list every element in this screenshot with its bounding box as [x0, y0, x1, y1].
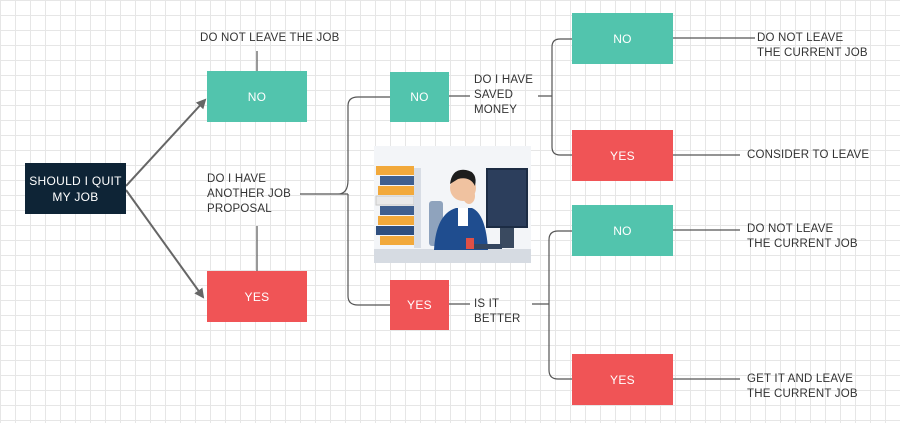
leaf-b-no-label: NO: [613, 223, 632, 238]
leaf-a-yes-outcome: CONSIDER TO LEAVE: [747, 149, 870, 161]
connector-money-branch: [538, 38, 572, 156]
root-label: SHOULD I QUIT MY JOB: [29, 173, 122, 204]
level2-no-node: NO: [390, 72, 449, 122]
level2-no-label: NO: [410, 90, 429, 104]
level2-no-question: DO I HAVE SAVED MONEY: [474, 74, 534, 116]
level2-yes-question: IS IT BETTER: [474, 298, 521, 325]
level1-question: DO I HAVE ANOTHER JOB PROPOSAL: [207, 173, 291, 215]
level1-yes-label: YES: [244, 289, 270, 304]
binder-stack: [375, 166, 421, 248]
level1-no-node: NO: [207, 71, 307, 122]
level2-yes-label: YES: [407, 298, 432, 312]
leaf-a-no-outcome: DO NOT LEAVE THE CURRENT JOB: [757, 32, 868, 59]
leaf-b-yes-outcome: GET IT AND LEAVE THE CURRENT JOB: [747, 373, 858, 400]
leaf-b-yes-label: YES: [610, 372, 635, 387]
leaf-a-yes-node: YES: [572, 130, 673, 181]
connector-better-branch: [532, 230, 572, 380]
connector-question-branch: [300, 96, 390, 306]
level2-yes-node: YES: [390, 280, 449, 330]
leaf-a-no-label: NO: [613, 31, 632, 46]
leaf-a-no-node: NO: [572, 13, 673, 64]
level1-no-outcome: DO NOT LEAVE THE JOB: [200, 32, 340, 44]
leaf-b-no-outcome: DO NOT LEAVE THE CURRENT JOB: [747, 223, 858, 250]
level1-yes-node: YES: [207, 271, 307, 322]
leaf-b-no-node: NO: [572, 205, 673, 256]
arrow-to-no: [125, 98, 207, 187]
stressed-worker-illustration: [374, 146, 531, 263]
arrow-to-yes: [125, 189, 205, 299]
level1-no-label: NO: [247, 89, 267, 104]
leaf-b-yes-node: YES: [572, 354, 673, 405]
leaf-a-yes-label: YES: [610, 148, 635, 163]
root-node: SHOULD I QUIT MY JOB: [25, 163, 126, 214]
